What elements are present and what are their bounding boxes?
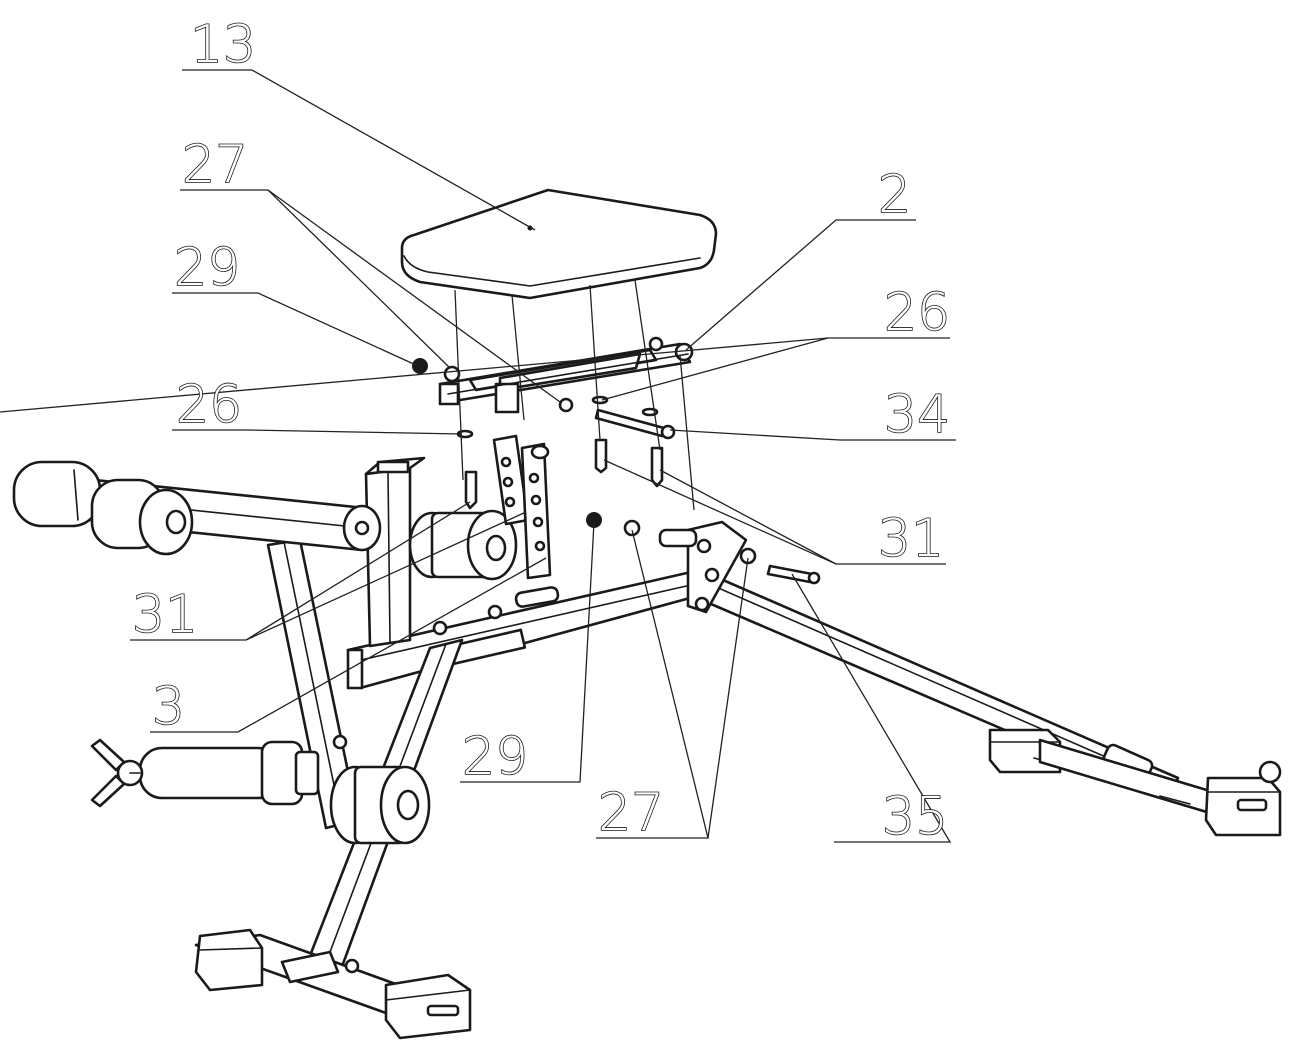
hardware-parts — [412, 358, 821, 585]
callout-29-bottom: 29 — [462, 727, 528, 787]
callout-26-right: 26 — [884, 283, 950, 343]
callout-numbers: 13 27 29 2 26 26 34 31 31 3 29 27 35 — [131, 14, 951, 848]
adjustment-plate — [492, 434, 552, 580]
callout-13: 13 — [190, 15, 256, 75]
callout-31-left: 31 — [132, 585, 198, 645]
callout-35: 35 — [882, 787, 948, 847]
callout-26-left: 26 — [176, 375, 242, 435]
upper-foam-roller — [12, 460, 194, 556]
vertical-post — [364, 456, 426, 648]
callout-31-right: 31 — [878, 509, 944, 569]
front-base — [194, 928, 472, 1040]
callout-27-top: 27 — [182, 135, 248, 195]
callout-34: 34 — [884, 385, 950, 445]
assembly-guides — [454, 279, 695, 511]
callout-27-bottom: 27 — [598, 783, 664, 843]
middle-foam-roller — [408, 509, 518, 581]
pivot-plate — [514, 520, 748, 614]
seat-bracket-frame — [438, 336, 694, 414]
rear-foot-right — [1038, 738, 1282, 837]
callout-3: 3 — [152, 677, 185, 737]
lower-foam-roller — [90, 738, 320, 808]
seat-pad — [400, 188, 718, 300]
leader-lines — [0, 69, 956, 843]
lower-roller-end — [329, 765, 431, 845]
callout-2: 2 — [878, 165, 911, 225]
callout-29-top: 29 — [174, 238, 240, 298]
